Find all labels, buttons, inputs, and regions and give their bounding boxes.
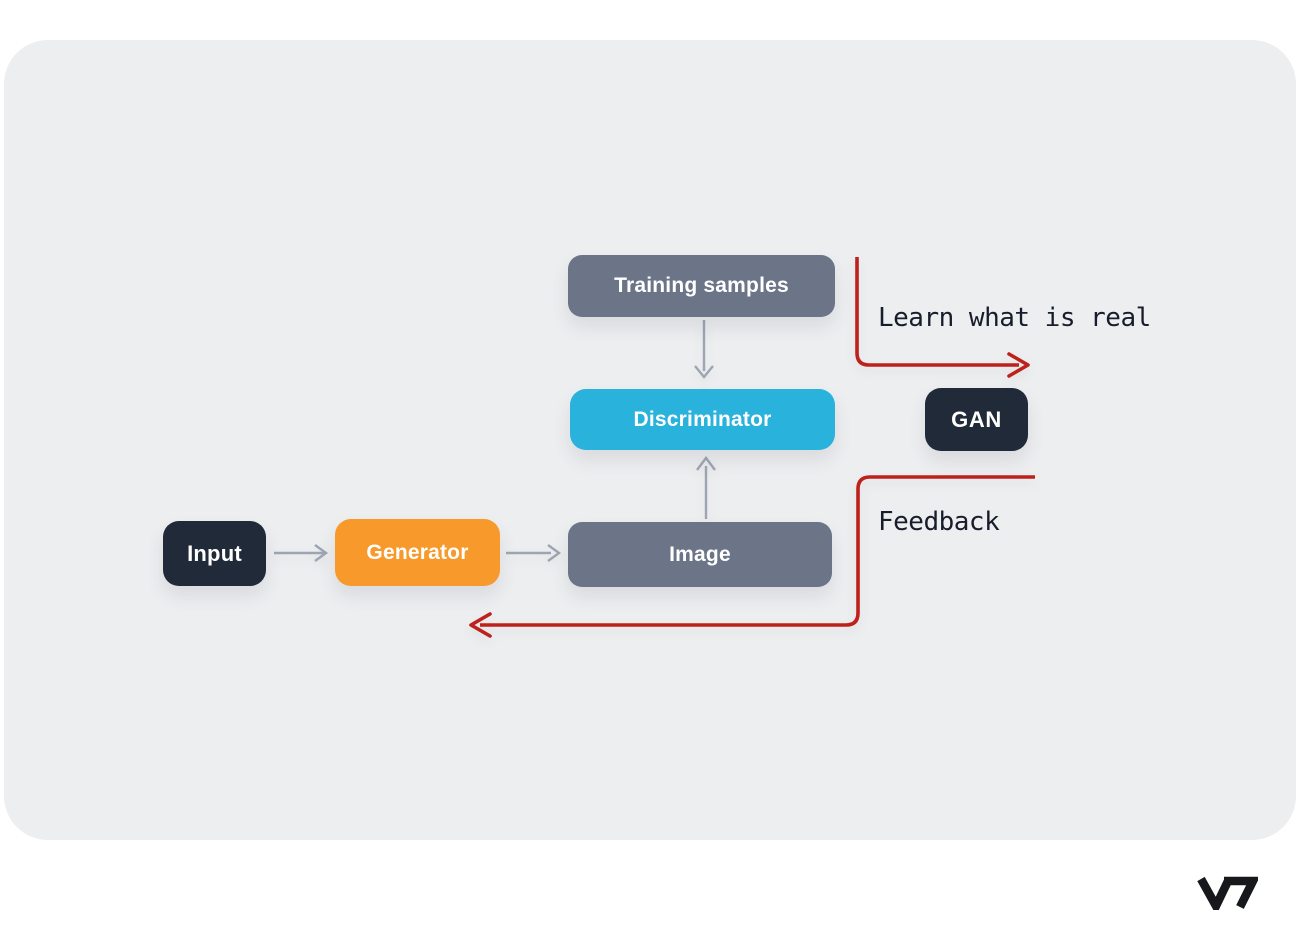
node-training-samples: Training samples xyxy=(568,255,835,317)
annotation-feedback: Feedback xyxy=(878,507,1000,537)
v7-logo xyxy=(1196,876,1260,916)
node-image: Image xyxy=(568,522,832,587)
node-image-label: Image xyxy=(669,542,731,566)
annotation-learn-what-is-real: Learn what is real xyxy=(878,303,1151,333)
node-training-samples-label: Training samples xyxy=(614,274,789,297)
node-discriminator-label: Discriminator xyxy=(633,407,772,431)
v7-logo-icon xyxy=(1197,876,1260,916)
node-input: Input xyxy=(163,521,266,586)
node-generator: Generator xyxy=(335,519,500,586)
node-discriminator: Discriminator xyxy=(570,389,835,450)
node-gan: GAN xyxy=(925,388,1028,451)
node-gan-label: GAN xyxy=(951,406,1002,432)
node-input-label: Input xyxy=(187,540,242,566)
node-generator-label: Generator xyxy=(366,540,469,564)
